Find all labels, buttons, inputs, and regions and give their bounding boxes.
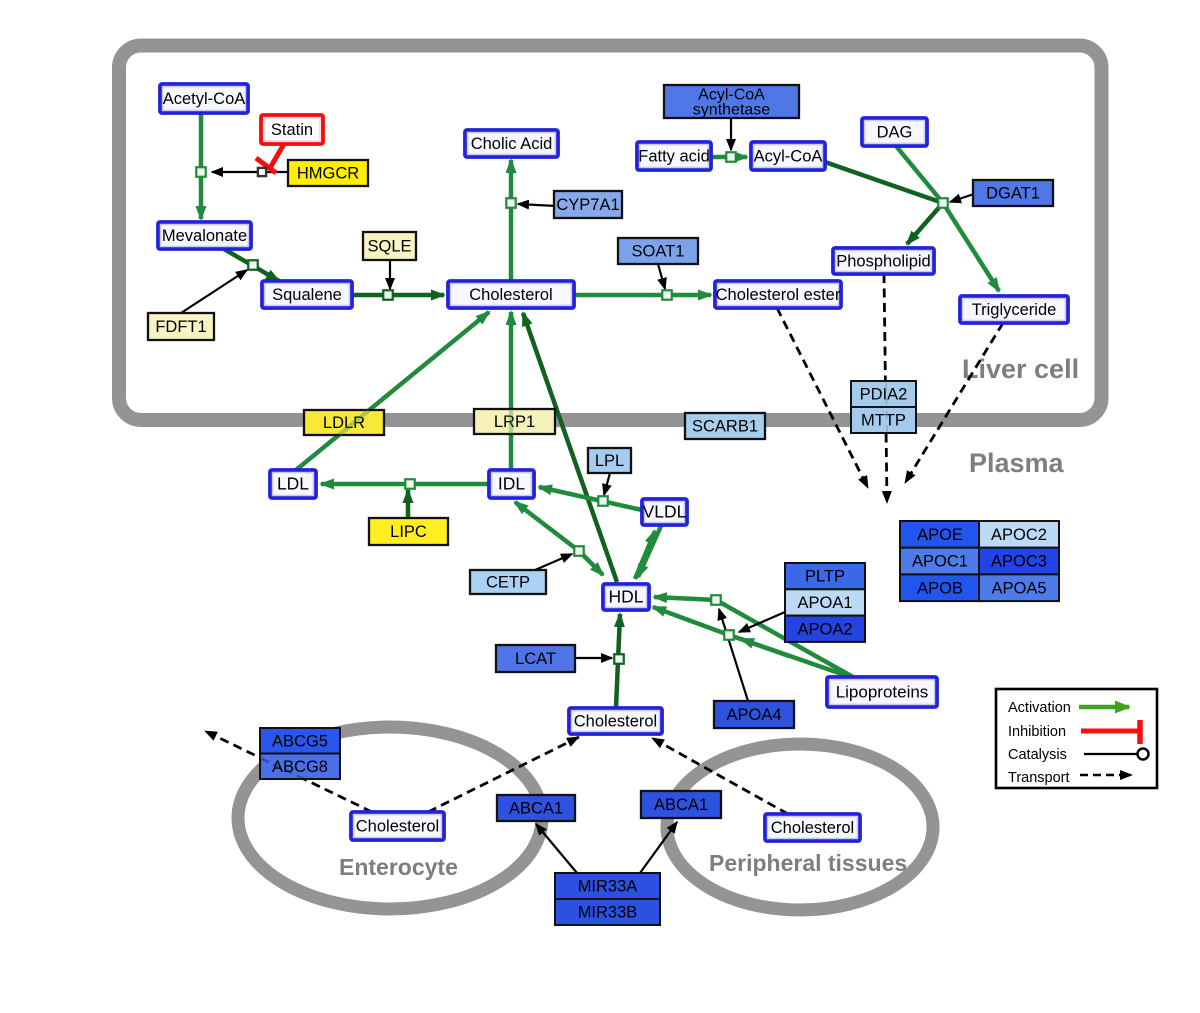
svg-text:Activation: Activation (1008, 700, 1071, 716)
svg-text:LDL: LDL (277, 474, 309, 494)
svg-text:FDFT1: FDFT1 (155, 318, 206, 336)
svg-text:CYP7A1: CYP7A1 (556, 196, 619, 214)
svg-text:APOC2: APOC2 (991, 526, 1047, 544)
svg-text:APOC1: APOC1 (912, 553, 968, 571)
svg-text:Mevalonate: Mevalonate (162, 227, 247, 245)
svg-text:Acetyl-CoA: Acetyl-CoA (163, 90, 246, 108)
svg-text:DAG: DAG (877, 124, 913, 142)
svg-text:Cholesterol: Cholesterol (356, 818, 439, 836)
svg-text:LPL: LPL (595, 452, 624, 470)
svg-text:Enterocyte: Enterocyte (339, 854, 458, 880)
svg-text:SQLE: SQLE (367, 238, 411, 256)
svg-text:Liver cell: Liver cell (962, 354, 1079, 384)
svg-text:Transport: Transport (1008, 770, 1070, 786)
svg-text:LCAT: LCAT (515, 650, 556, 668)
svg-text:LDLR: LDLR (323, 414, 365, 432)
svg-text:Acyl-CoA: Acyl-CoA (754, 148, 823, 166)
svg-text:HDL: HDL (608, 587, 643, 607)
svg-text:DGAT1: DGAT1 (986, 185, 1040, 203)
svg-text:APOE: APOE (917, 526, 963, 544)
svg-text:SOAT1: SOAT1 (632, 243, 685, 261)
svg-text:APOA4: APOA4 (726, 706, 781, 724)
svg-text:ABCG8: ABCG8 (272, 758, 328, 776)
svg-text:ABCG5: ABCG5 (272, 732, 328, 750)
svg-text:Statin: Statin (271, 121, 313, 139)
svg-text:Plasma: Plasma (969, 448, 1065, 478)
svg-text:Acyl-CoA: Acyl-CoA (698, 87, 765, 104)
svg-text:Cholic Acid: Cholic Acid (471, 135, 553, 153)
svg-text:IDL: IDL (498, 474, 526, 494)
svg-text:Lipoproteins: Lipoproteins (836, 683, 929, 702)
svg-text:HMGCR: HMGCR (297, 165, 359, 183)
svg-text:ABCA1: ABCA1 (654, 796, 708, 814)
svg-text:Squalene: Squalene (272, 286, 342, 304)
svg-text:APOC3: APOC3 (991, 553, 1047, 571)
svg-text:APOA1: APOA1 (797, 594, 852, 612)
svg-text:Cholesterol: Cholesterol (771, 819, 854, 837)
svg-text:Fatty acid: Fatty acid (638, 148, 710, 166)
svg-text:APOA2: APOA2 (797, 620, 852, 638)
svg-text:Inhibition: Inhibition (1008, 724, 1066, 740)
svg-text:Peripheral tissues: Peripheral tissues (709, 850, 907, 876)
svg-text:MIR33A: MIR33A (578, 878, 638, 896)
svg-text:CETP: CETP (486, 574, 530, 592)
svg-text:synthetase: synthetase (693, 102, 770, 119)
svg-text:MTTP: MTTP (861, 412, 906, 430)
svg-text:PDIA2: PDIA2 (860, 386, 908, 404)
svg-text:Catalysis: Catalysis (1008, 747, 1067, 763)
svg-text:ABCA1: ABCA1 (509, 800, 563, 818)
svg-text:LIPC: LIPC (390, 523, 427, 541)
svg-text:SCARB1: SCARB1 (692, 418, 758, 436)
svg-text:VLDL: VLDL (643, 502, 687, 522)
svg-text:APOA5: APOA5 (991, 579, 1046, 597)
svg-text:PLTP: PLTP (805, 568, 845, 586)
svg-text:Cholesterol ester: Cholesterol ester (716, 286, 841, 304)
svg-text:Phospholipid: Phospholipid (836, 253, 931, 271)
svg-text:Triglyceride: Triglyceride (972, 301, 1057, 319)
svg-text:Cholesterol: Cholesterol (574, 713, 657, 731)
svg-text:LRP1: LRP1 (494, 413, 535, 431)
svg-text:Cholesterol: Cholesterol (469, 286, 552, 304)
svg-text:MIR33B: MIR33B (578, 904, 638, 922)
svg-text:APOB: APOB (917, 579, 963, 597)
